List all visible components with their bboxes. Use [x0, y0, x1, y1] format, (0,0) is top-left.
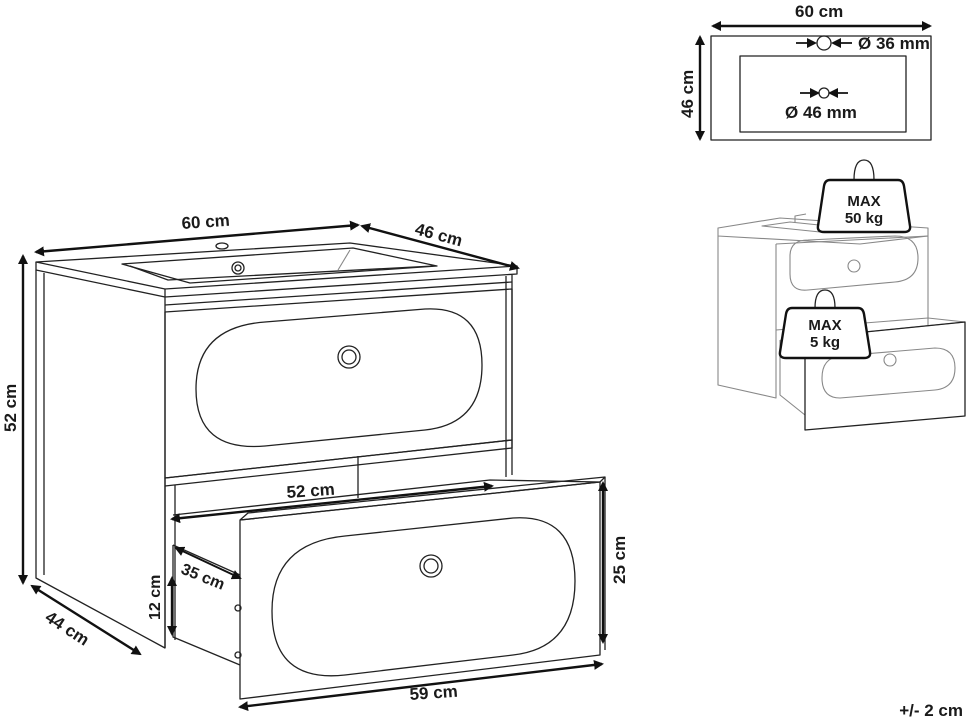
basin-bowl — [121, 247, 438, 284]
main-cabinet-drawing — [35, 242, 606, 700]
top-view-depth-label: 46 cm — [678, 70, 697, 118]
depth-bottom-dimension-line — [30, 584, 142, 656]
drawer-load-value-label: 5 kg — [810, 334, 840, 351]
basin-load-max-label: MAX — [847, 193, 880, 210]
upper-drawer-knob — [337, 345, 361, 369]
lower-drawer-oval-panel — [271, 517, 576, 677]
basin-weight-icon — [816, 178, 912, 234]
top-view-drawing: 60 cm 46 cm Ø 36 mm Ø 46 mm — [678, 2, 932, 141]
drawer-front-height-label: 25 cm — [610, 536, 629, 584]
tap-hole — [215, 242, 229, 250]
drawer-inner-depth-dimension-line — [174, 546, 242, 580]
drawer-front-width-label: 59 cm — [409, 682, 458, 704]
drawer-inner-width-label: 52 cm — [286, 480, 335, 502]
basin-top-surface — [35, 242, 518, 290]
tolerance-label: +/- 2 cm — [899, 701, 963, 720]
basin-weight-handle — [853, 159, 875, 181]
top-view-width-label: 60 cm — [795, 2, 843, 21]
drawer-weight-handle — [814, 289, 836, 309]
drawer-front-width-dimension-line — [238, 659, 604, 712]
main-dimension-labels: 60 cm 46 cm 52 cm 44 cm 52 cm 35 cm 12 c… — [1, 211, 629, 704]
drawer-inner-height-label: 12 cm — [147, 575, 164, 620]
width-dimension-line — [34, 220, 360, 257]
load-view-drawing: MAX 50 kg MAX 5 kg — [717, 159, 966, 431]
basin-top-front-edge — [35, 262, 518, 298]
upper-drawer-oval-panel — [195, 308, 483, 448]
top-view-basin — [739, 55, 907, 133]
cabinet-side-panel — [35, 270, 166, 649]
lower-drawer-knob — [419, 554, 443, 578]
depth-top-dimension-line — [360, 223, 520, 271]
top-view-tap-hole-label: Ø 36 mm — [858, 34, 930, 53]
upper-drawer-front — [164, 288, 513, 479]
top-view-drain-label: Ø 46 mm — [785, 103, 857, 122]
main-dimension-lines — [18, 220, 608, 712]
top-view-tap-hole — [816, 35, 832, 51]
lower-drawer-box — [172, 479, 601, 521]
width-label: 60 cm — [181, 211, 230, 233]
drawer-load-max-label: MAX — [808, 317, 841, 334]
drawer-weight-icon — [778, 306, 872, 360]
drawer-inner-width-dimension-line — [170, 481, 494, 524]
basin-load-value-label: 50 kg — [845, 210, 883, 227]
height-label: 52 cm — [1, 384, 20, 432]
drain-hole — [231, 261, 245, 275]
depth-bottom-label: 44 cm — [42, 607, 93, 649]
top-view-drain-hole — [818, 87, 830, 99]
